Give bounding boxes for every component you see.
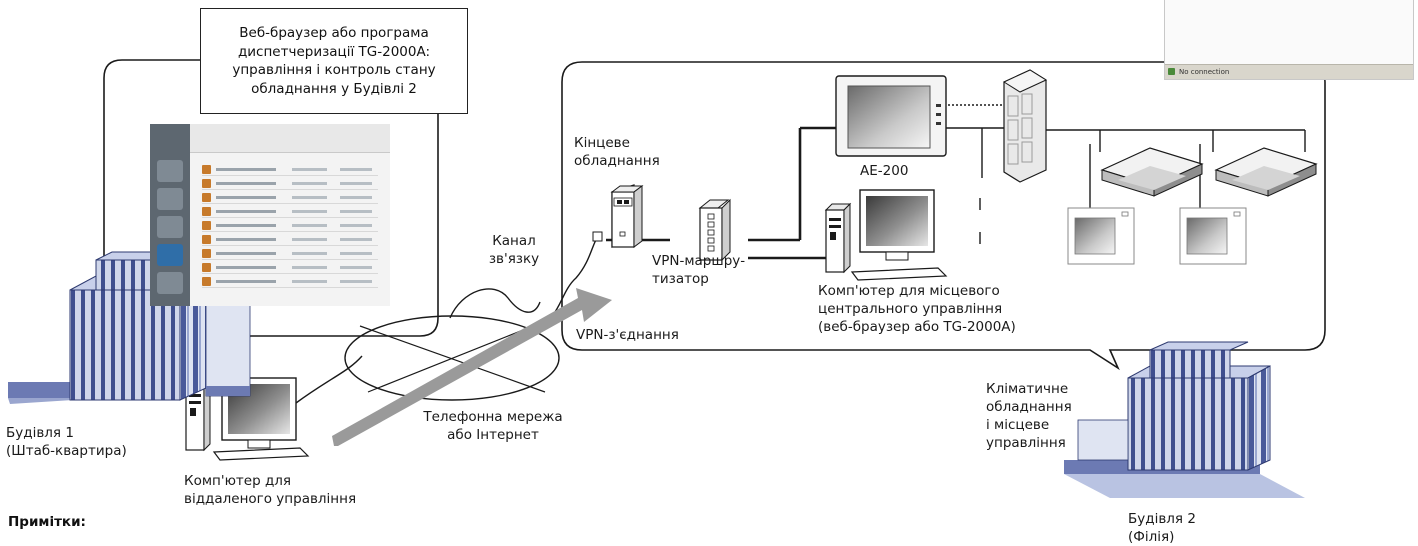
indoor-unit-icon-1 [1100,147,1204,197]
vpn-connection-label: VPN-з'єднання [576,327,679,343]
remote-monitoring-screenshot [150,124,390,306]
outdoor-unit-icon [1002,69,1048,183]
vpn-arrow [332,288,612,446]
local-pc-icon [824,189,948,281]
building2-label: Будівля 2 (Філія) [1128,511,1196,545]
notes-heading: Примітки: [8,514,86,530]
local-pc-label: Комп'ютер для місцевого центрального упр… [818,283,1016,335]
status-window: No connection [1164,0,1414,80]
comm-channel-label: Канал зв'язку [488,233,540,267]
building2-icon [1064,341,1305,498]
callout-text: Веб-браузер або програма диспетчеризації… [232,25,436,97]
indoor-unit-icon-2 [1214,147,1318,197]
phone-network-ellipse [344,315,560,401]
ae200-controller-icon [835,75,947,157]
terminal-equipment-label: Кінцеве обладнання [574,135,660,169]
callout-box: Веб-браузер або програма диспетчеризації… [200,8,468,114]
local-remote-icon-1 [1067,207,1135,265]
building1-label: Будівля 1 (Штаб-квартира) [6,425,127,459]
climate-equipment-label: Кліматичне обладнання і місцеве управлін… [986,381,1072,451]
local-remote-icon-2 [1179,207,1247,265]
ae200-label: AE-200 [860,163,909,179]
phone-network-label: Телефонна мережа або Інтернет [423,409,563,443]
status-bar: No connection [1165,64,1413,79]
terminal-equipment-icon [592,184,644,248]
vpn-router-icon [698,198,731,262]
building1-icon [8,251,251,404]
comm-line-remote [295,355,363,404]
status-text: No connection [1179,68,1230,76]
vpn-router-label: VPN-маршру- тизатор [652,253,746,287]
app-toolbar [190,124,390,153]
app-sidebar [150,124,190,306]
connection-icon [1168,68,1175,75]
remote-pc-label: Комп'ютер для віддаленого управління [184,473,357,507]
